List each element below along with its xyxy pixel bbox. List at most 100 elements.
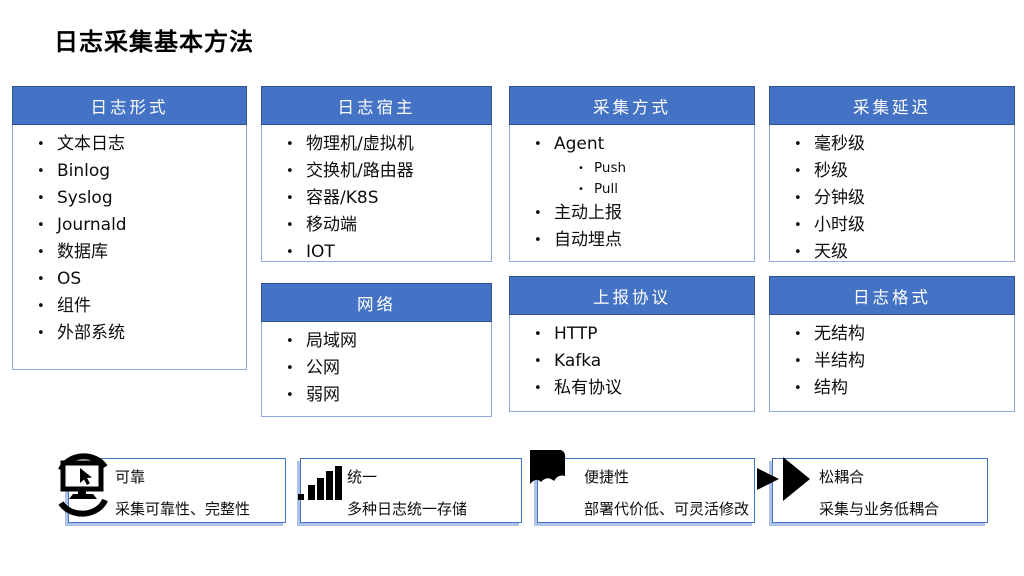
list-item: •移动端	[286, 212, 487, 239]
item-list: •无结构 • 半结构 •结构	[770, 315, 1014, 402]
item-list: • HTTP • Kafka •私有协议	[510, 315, 754, 402]
feature-loose-coupling: 松耦合 采集与业务低耦合	[757, 457, 988, 523]
list-item: • Journald	[37, 212, 242, 239]
box-network-header: 网络	[261, 283, 492, 322]
list-item: •Agent•Push•Pull	[534, 131, 750, 200]
item-label: 无结构	[814, 324, 865, 344]
list-item: •容器/K8S	[286, 185, 487, 212]
bullet-icon: •	[534, 137, 542, 152]
bullet-icon: •	[534, 354, 542, 369]
box-report-protocols-body: • HTTP • Kafka •私有协议	[509, 315, 755, 412]
box-log-hosts-header: 日志宿主	[261, 86, 492, 125]
bullet-icon: •	[37, 137, 45, 152]
box-log-forms: 日志形式 •文本日志•Binlog•Syslog•Journald•数据库•OS…	[12, 86, 247, 370]
item-label: 秒级	[814, 161, 848, 181]
feature-title: 松耦合	[819, 468, 865, 486]
list-item: • 外部系统	[37, 320, 242, 347]
item-label: 容器/K8S	[306, 188, 379, 208]
bullet-icon: •	[37, 218, 45, 233]
item-label: HTTP	[554, 324, 598, 344]
bullet-icon: •	[37, 299, 45, 314]
box-collection-latency: 采集延迟 •毫秒级•秒级•分钟级•小时级•天级	[769, 86, 1015, 262]
box-collection-latency-header: 采集延迟	[769, 86, 1015, 125]
sub-list-item: •Push	[578, 158, 750, 179]
bullet-icon: •	[286, 334, 294, 349]
list-item: •毫秒级	[794, 131, 1010, 158]
item-list: •物理机/虚拟机•交换机/路由器•容器/K8S•移动端•IOT	[262, 125, 491, 266]
list-item: • 组件	[37, 293, 242, 320]
box-log-forms-body: •文本日志•Binlog•Syslog•Journald•数据库•OS•组件•外…	[12, 125, 247, 370]
fast-forward-icon	[757, 457, 810, 501]
list-item: •私有协议	[534, 375, 750, 402]
feature-title: 统一	[347, 468, 378, 486]
box-log-structure: 日志格式 •无结构•半结构•结构	[769, 276, 1015, 412]
item-label: Journald	[57, 215, 127, 235]
list-item: •Binlog	[37, 158, 242, 185]
list-item: •物理机/虚拟机	[286, 131, 487, 158]
item-list: •文本日志•Binlog•Syslog•Journald•数据库•OS•组件•外…	[13, 125, 246, 347]
box-collection-latency-body: •毫秒级•秒级•分钟级•小时级•天级	[769, 125, 1015, 262]
bullet-icon: •	[534, 206, 542, 221]
box-title: 日志形式	[90, 97, 169, 117]
monitor-sync-icon	[58, 453, 108, 517]
bullet-icon: •	[578, 163, 584, 174]
list-item: • 弱网	[286, 382, 487, 409]
bullet-icon: •	[286, 388, 294, 403]
item-label: 局域网	[306, 331, 357, 351]
box-log-hosts: 日志宿主 •物理机/虚拟机•交换机/路由器•容器/K8S•移动端•IOT	[261, 86, 492, 262]
item-label: Binlog	[57, 161, 111, 181]
bullet-icon: •	[794, 164, 802, 179]
bullet-icon: •	[534, 327, 542, 342]
box-report-protocols: 上报协议 • HTTP • Kafka •私有协议	[509, 276, 755, 412]
list-item: •无结构	[794, 321, 1010, 348]
bullet-icon: •	[286, 137, 294, 152]
feature-desc: 采集与业务低耦合	[819, 500, 940, 518]
item-label: 公网	[306, 358, 340, 378]
box-network: 网络 • 局域网 • 公网 • 弱网	[261, 283, 492, 417]
list-item: •主动上报	[534, 200, 750, 227]
feature-reliable: 可靠 采集可靠性、完整性	[58, 453, 286, 523]
list-item: • 分钟级	[794, 185, 1010, 212]
feature-unified: 统一 多种日志统一存储	[298, 458, 522, 523]
list-item: • OS	[37, 266, 242, 293]
item-label: OS	[57, 269, 82, 289]
item-label: 组件	[57, 296, 91, 316]
box-collection-methods: 采集方式 •Agent•Push•Pull•主动上报•自动埋点	[509, 86, 755, 262]
item-label: 交换机/路由器	[306, 161, 414, 181]
feature-title: 可靠	[115, 468, 146, 486]
box-title: 上报协议	[593, 287, 671, 307]
bullet-icon: •	[794, 354, 802, 369]
item-label: 外部系统	[57, 323, 125, 343]
item-label: 自动埋点	[554, 230, 622, 250]
list-item: •自动埋点	[534, 227, 750, 254]
sub-item-label: Pull	[594, 181, 618, 197]
box-title: 采集延迟	[853, 97, 931, 117]
feature-desc: 采集可靠性、完整性	[115, 500, 251, 518]
box-log-hosts-body: •物理机/虚拟机•交换机/路由器•容器/K8S•移动端•IOT	[261, 125, 492, 262]
list-item: •天级	[794, 239, 1010, 266]
box-title: 日志宿主	[337, 97, 416, 117]
list-item: •结构	[794, 375, 1010, 402]
bullet-icon: •	[794, 137, 802, 152]
box-collection-methods-header: 采集方式	[509, 86, 755, 125]
box-title: 采集方式	[593, 97, 671, 117]
item-label: 分钟级	[814, 188, 865, 208]
item-label: Kafka	[554, 351, 602, 371]
box-log-forms-header: 日志形式	[12, 86, 247, 125]
bullet-icon: •	[286, 164, 294, 179]
bullet-icon: •	[578, 184, 584, 195]
list-item: • HTTP	[534, 321, 750, 348]
item-label: 文本日志	[57, 134, 125, 154]
list-item: • 局域网	[286, 328, 487, 355]
item-label: 弱网	[306, 385, 340, 405]
item-label: 半结构	[814, 351, 865, 371]
bullet-icon: •	[794, 191, 802, 206]
list-item: • 秒级	[794, 158, 1010, 185]
item-label: Agent	[554, 134, 605, 154]
bullet-icon: •	[37, 326, 45, 341]
bullet-icon: •	[286, 361, 294, 376]
item-label: 小时级	[814, 215, 865, 235]
box-title: 网络	[357, 294, 396, 314]
bullet-icon: •	[37, 272, 45, 287]
